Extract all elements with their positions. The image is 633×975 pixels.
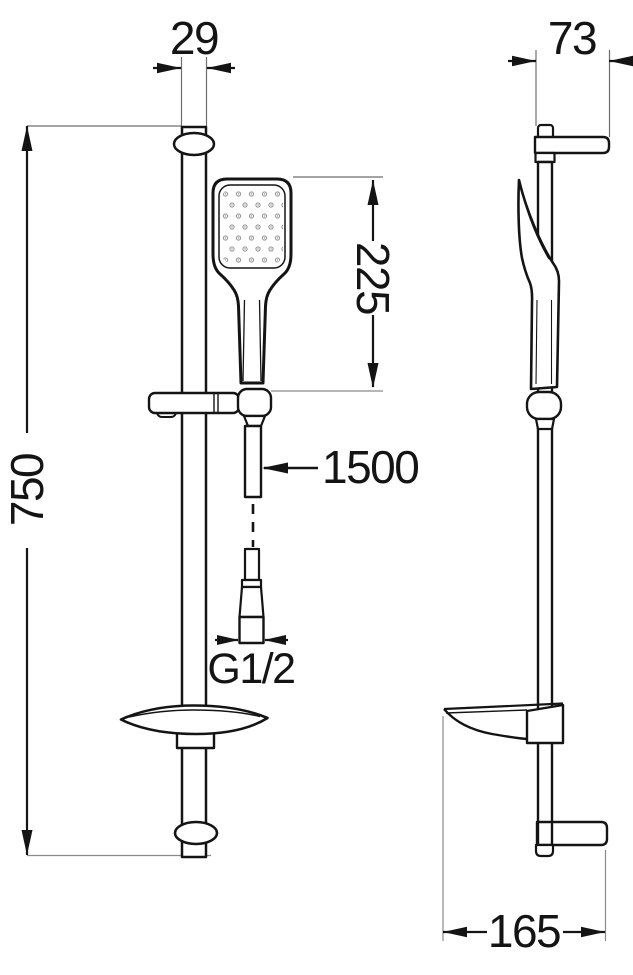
dim-225-line (367, 180, 379, 388)
bracket-top-collar (534, 151, 556, 164)
dim-label-rail-length: 750 (1, 453, 53, 527)
dish-bowl-side (443, 708, 528, 741)
dish-rim-inner-side (445, 709, 528, 714)
spray-nozzle-dots (222, 189, 283, 263)
dim-label-wall-offset-top: 73 (547, 12, 598, 64)
rail-top-mount (172, 131, 216, 157)
dim-label-wall-offset-bottom: 165 (487, 905, 562, 957)
handle-holder (236, 387, 273, 418)
slider-knob-side (525, 390, 563, 421)
dim-label-thread-size: G1/2 (207, 645, 296, 693)
handle-inner-line-left (242, 299, 246, 382)
bracket-bottom-step (534, 843, 555, 858)
slider-body (147, 391, 241, 415)
dim-73-arrows (508, 55, 633, 67)
hand-shower-side (517, 178, 561, 391)
dim-29-arrows (153, 62, 235, 74)
hand-shower-side-inner-line (521, 189, 550, 260)
hand-shower-inner-face (218, 184, 286, 269)
dish-holder-side (525, 703, 565, 745)
bracket-bottom-arm (535, 820, 609, 847)
dim-g12-arrows (215, 635, 288, 645)
dim-750-line (21, 126, 33, 855)
soap-dish-rim (128, 709, 261, 718)
dim-1500-arrow (262, 462, 318, 474)
hose-thread-cylinder (238, 615, 265, 645)
dim-165-line (443, 926, 605, 938)
rail-bottom-mount (173, 820, 219, 846)
dim-label-hand-shower-length: 225 (347, 241, 399, 315)
hose-end-tube (243, 547, 261, 582)
handle-side-inner-left (535, 299, 538, 385)
hose-upper (243, 424, 263, 499)
dim-label-rail-width: 29 (169, 12, 220, 64)
dish-rim-outer-side (443, 702, 564, 711)
slider-collar-side (534, 417, 556, 431)
handle-inner-line-right (258, 299, 262, 382)
dim-label-hose-length: 1500 (322, 441, 420, 493)
hose-nut-cone (238, 585, 265, 619)
front-view (21, 57, 383, 859)
holder-cone (242, 414, 267, 428)
bracket-top-arm (533, 135, 611, 155)
side-view (442, 50, 633, 941)
